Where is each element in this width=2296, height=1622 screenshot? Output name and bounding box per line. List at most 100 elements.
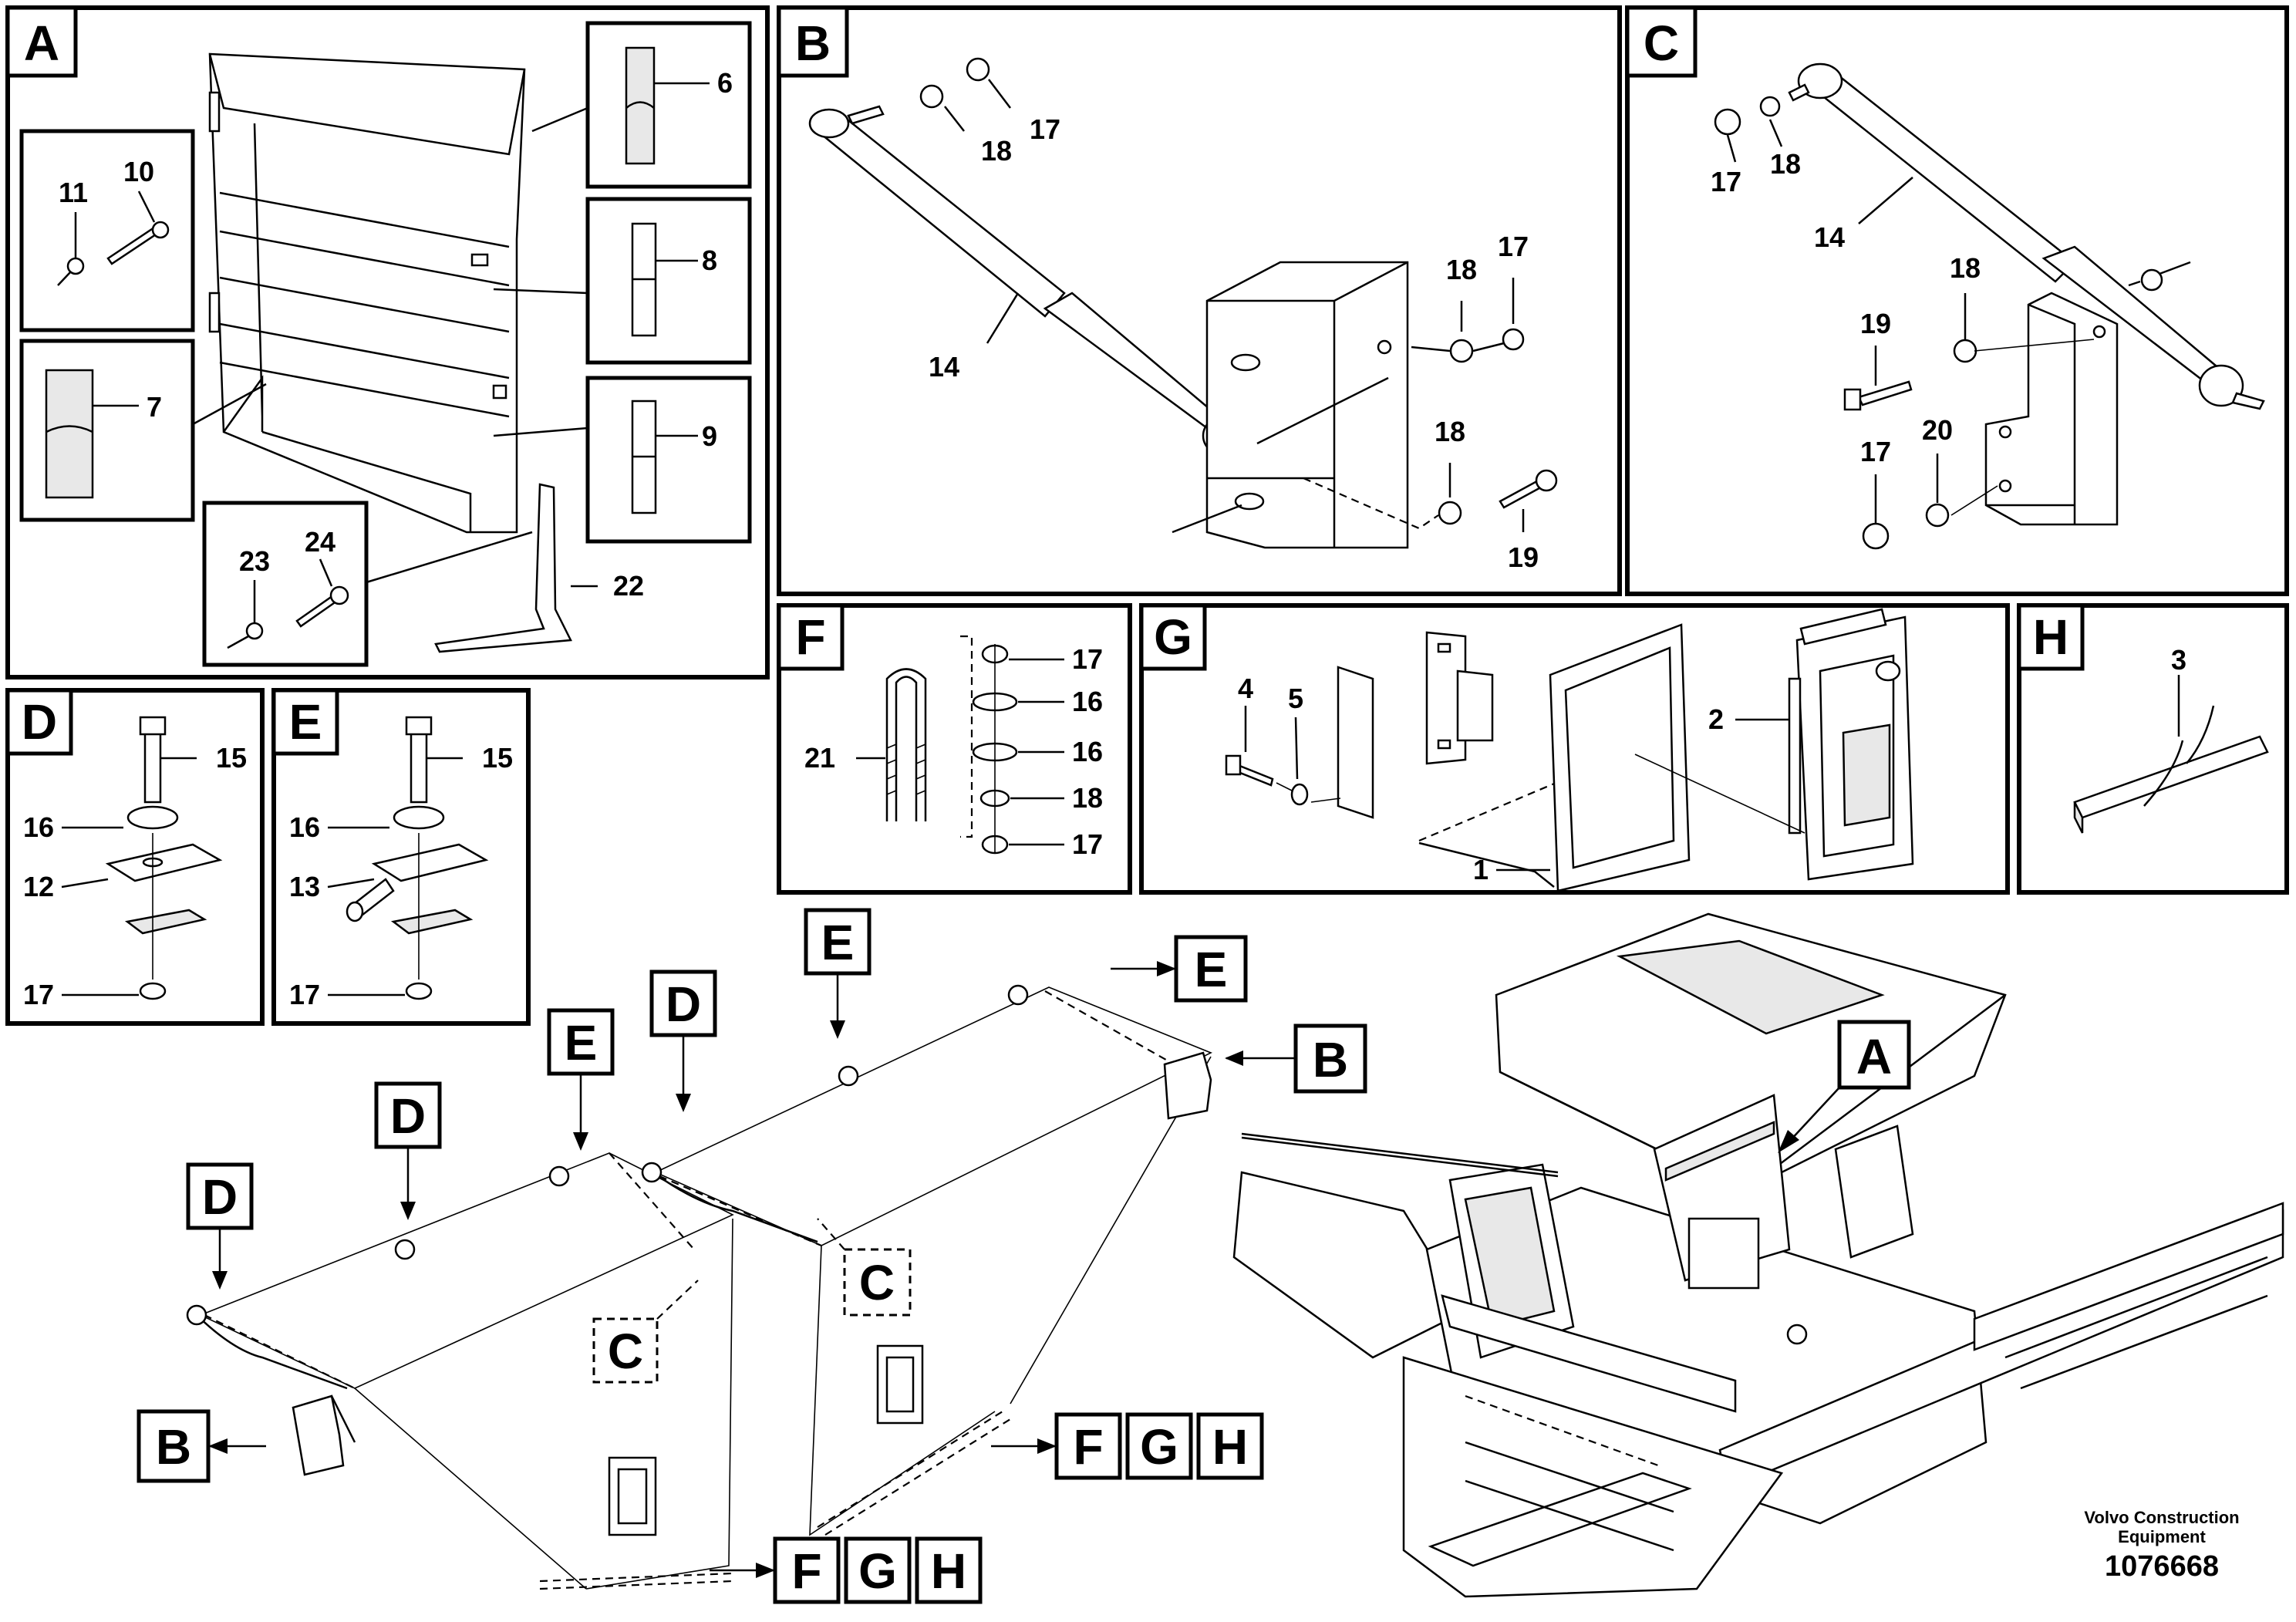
panel-d: D 15 16 12 17 xyxy=(5,688,265,1026)
tag-e-3 xyxy=(1174,935,1248,1003)
callout-g-1: 1 xyxy=(1473,854,1489,885)
callout-d-12: 12 xyxy=(23,871,54,902)
svg-text:E: E xyxy=(1195,942,1228,997)
callout-h-3: 3 xyxy=(2171,644,2186,676)
callout-f-17a: 17 xyxy=(1072,643,1103,675)
svg-text:G: G xyxy=(1140,1419,1178,1475)
callout-9: 9 xyxy=(702,420,717,452)
panel-c-frame xyxy=(1625,5,2289,596)
tag-h-2 xyxy=(915,1536,983,1604)
callout-c-17b: 17 xyxy=(1860,436,1891,467)
panel-g-letter: G xyxy=(1154,609,1192,665)
svg-text:B: B xyxy=(1313,1032,1348,1088)
panel-c-letter: C xyxy=(1644,15,1679,71)
brand-line-2: Equipment xyxy=(2118,1527,2206,1546)
callout-b-18a: 18 xyxy=(981,135,1012,167)
svg-text:H: H xyxy=(1212,1419,1248,1475)
panel-f: F 21 17 16 16 18 17 xyxy=(777,603,1132,895)
panel-b: B 18 17 14 18 17 18 19 xyxy=(777,5,1622,596)
callout-d-15: 15 xyxy=(216,742,247,774)
callout-g-4: 4 xyxy=(1238,673,1253,704)
panel-g: G 4 5 1 2 xyxy=(1139,603,2010,895)
drawing-number: 1076668 xyxy=(2105,1550,2219,1583)
tag-f-1 xyxy=(1054,1412,1122,1480)
panel-a-letter-box xyxy=(5,5,78,78)
callout-g-2: 2 xyxy=(1708,703,1724,735)
tag-a-1 xyxy=(1837,1020,1911,1090)
panel-b-frame xyxy=(777,5,1622,596)
paver-machine-drawing xyxy=(1232,912,2284,1598)
svg-text:D: D xyxy=(202,1169,238,1225)
callout-box-23-24 xyxy=(202,501,369,667)
callout-6: 6 xyxy=(717,67,733,99)
svg-text:C: C xyxy=(608,1324,643,1379)
tag-h-1 xyxy=(1196,1412,1264,1480)
overview-box-right xyxy=(641,984,1212,1536)
brand-line-1: Volvo Construction xyxy=(2084,1508,2239,1527)
panel-e-letter-box xyxy=(271,688,339,756)
callout-c-20: 20 xyxy=(1922,414,1953,446)
callout-box-8 xyxy=(585,197,752,365)
svg-text:E: E xyxy=(821,915,855,970)
callout-c-19: 19 xyxy=(1860,308,1891,339)
callout-b-14: 14 xyxy=(929,351,959,383)
callout-f-18: 18 xyxy=(1072,782,1103,814)
callout-b-17a: 17 xyxy=(1030,113,1060,145)
svg-text:F: F xyxy=(1073,1419,1103,1475)
svg-text:F: F xyxy=(791,1543,821,1599)
panel-b-letter: B xyxy=(795,15,831,71)
svg-text:D: D xyxy=(390,1088,426,1144)
svg-text:G: G xyxy=(858,1543,897,1599)
callout-22: 22 xyxy=(613,570,644,602)
panel-h: H 3 xyxy=(2017,603,2289,895)
panel-e: E 15 16 13 17 xyxy=(271,688,531,1026)
callout-box-9 xyxy=(585,376,752,544)
tag-b-2 xyxy=(1293,1023,1367,1094)
svg-text:H: H xyxy=(931,1543,966,1599)
overview-tags: D D E B C D E E B C F G xyxy=(137,908,1911,1604)
callout-10: 10 xyxy=(123,156,154,187)
panel-b-letter-box xyxy=(777,5,849,78)
callout-c-18a: 18 xyxy=(1770,148,1801,180)
callout-f-16b: 16 xyxy=(1072,736,1103,767)
panel-d-letter-box xyxy=(5,688,73,756)
panel-f-letter-box xyxy=(777,603,845,671)
svg-text:B: B xyxy=(156,1419,191,1475)
svg-text:E: E xyxy=(565,1015,598,1071)
tag-c-1 xyxy=(592,1317,659,1384)
panel-d-letter: D xyxy=(22,694,57,750)
callout-24: 24 xyxy=(305,526,335,558)
callout-e-13: 13 xyxy=(289,871,320,902)
tag-g-2 xyxy=(844,1536,912,1604)
storage-box-drawing xyxy=(208,52,526,534)
panel-e-letter: E xyxy=(289,694,322,750)
callout-b-19: 19 xyxy=(1508,541,1539,573)
panel-c: C 17 18 14 18 19 17 20 xyxy=(1625,5,2289,596)
svg-text:A: A xyxy=(1856,1029,1892,1084)
callout-f-16a: 16 xyxy=(1072,686,1103,717)
callout-11: 11 xyxy=(59,177,88,208)
callout-d-16: 16 xyxy=(23,811,54,843)
callout-b-17b: 17 xyxy=(1498,231,1529,262)
callout-e-17: 17 xyxy=(289,979,320,1010)
callout-f-21: 21 xyxy=(804,742,835,774)
panel-h-letter-box xyxy=(2017,603,2085,671)
tag-e-1 xyxy=(547,1008,615,1076)
svg-text:C: C xyxy=(859,1255,895,1310)
tag-g-1 xyxy=(1125,1412,1193,1480)
callout-b-18b: 18 xyxy=(1446,254,1477,285)
tag-e-2 xyxy=(804,908,872,976)
callout-e-15: 15 xyxy=(482,742,513,774)
svg-text:D: D xyxy=(666,976,701,1032)
callout-8: 8 xyxy=(702,244,717,276)
footer-brand: Volvo Construction Equipment 1076668 xyxy=(2084,1508,2239,1583)
callout-c-17a: 17 xyxy=(1711,166,1741,197)
callout-c-14: 14 xyxy=(1814,221,1845,253)
callout-23: 23 xyxy=(239,545,270,577)
panel-h-letter: H xyxy=(2033,609,2068,665)
panel-a: A 6 8 9 xyxy=(5,5,770,679)
callout-7: 7 xyxy=(147,391,162,423)
tag-c-2 xyxy=(843,1248,912,1317)
